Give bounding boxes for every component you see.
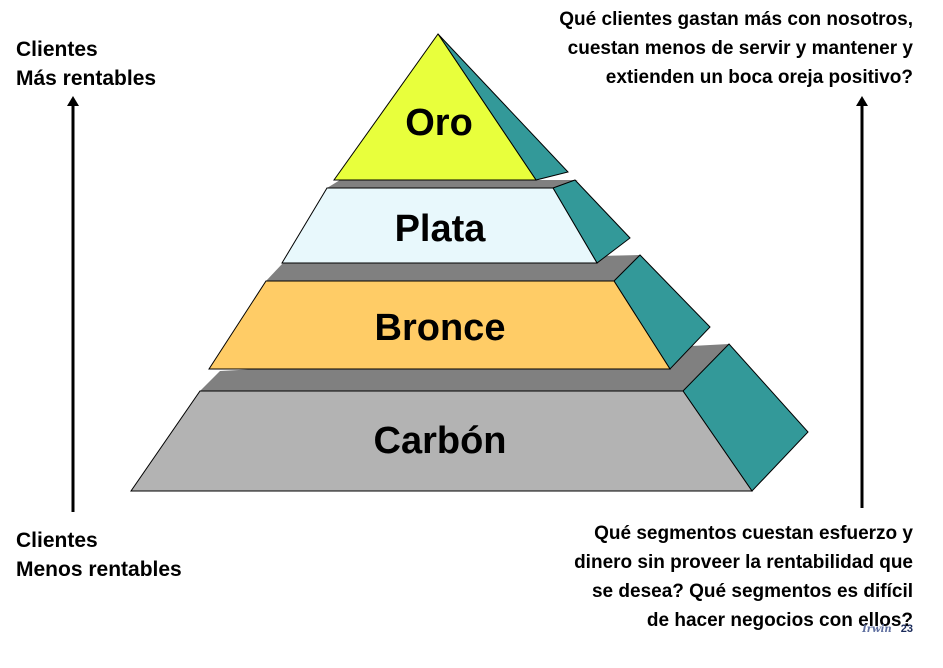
tier-oro: Oro [333,33,569,181]
tier-plata-front [281,187,598,264]
bottom-question-line2: dinero sin proveer la rentabilidad que [574,552,913,573]
top-question-line1: Qué clientes gastan más con nosotros, [559,9,913,30]
right-arrowhead [856,96,868,106]
tier-plata-label: Plata [395,208,487,250]
bottom-question-line1: Qué segmentos cuestan esfuerzo y [594,523,913,544]
top-question-text: Qué clientes gastan más con nosotros, cu… [493,5,913,92]
tier-oro-label: Oro [405,102,473,144]
least-profitable-line1: Clientes [16,529,98,552]
top-question-line2: cuestan menos de servir y mantener y [567,38,913,59]
bottom-question-line3: se desea? Qué segmentos es difícil [591,581,913,602]
tier-plata: Plata [281,179,631,264]
tier-bronce-label: Bronce [375,307,506,349]
least-profitable-label: Clientes Menos rentables [16,526,182,584]
most-profitable-line1: Clientes [16,38,98,61]
page-footer: Irwin 23 [862,623,913,635]
bottom-question-text: Qué segmentos cuestan esfuerzo y dinero … [513,519,913,635]
bottom-question-line4: de hacer negocios con ellos? [646,610,913,631]
left-arrowhead [67,96,79,106]
tier-plata-top-face [327,180,578,188]
tier-bronce: Bronce [208,254,711,370]
most-profitable-line2: Más rentables [16,67,157,90]
most-profitable-label: Clientes Más rentables [16,35,156,93]
tier-carbon-front [130,390,753,492]
least-profitable-line2: Menos rentables [16,558,182,581]
page-number: 23 [900,623,913,635]
top-question-line3: extienden un boca oreja positivo? [605,67,913,88]
publisher-logo: Irwin [862,624,892,635]
tier-oro-front [333,33,537,181]
tier-bronce-front [208,280,671,370]
tier-carbon-label: Carbón [374,420,507,462]
